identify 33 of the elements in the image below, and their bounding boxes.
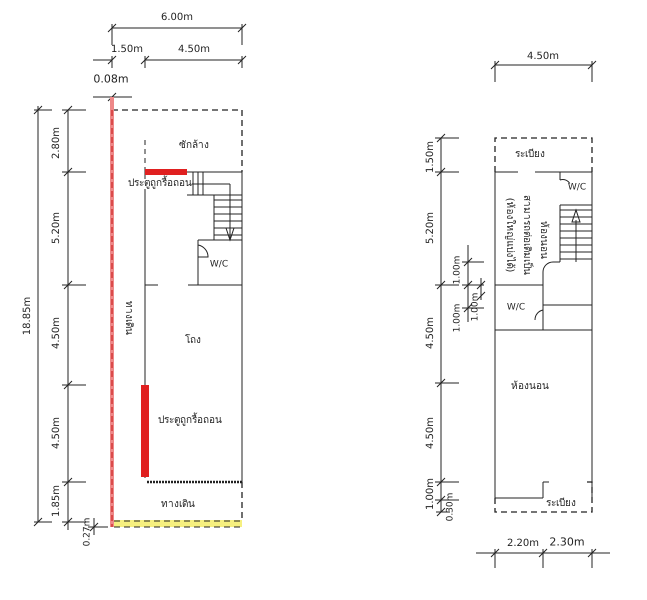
dimension-label: 1.00m bbox=[454, 256, 462, 284]
dimension-label: 18.85m bbox=[23, 296, 33, 336]
dimension-label: 4.50m bbox=[426, 417, 436, 449]
dimension-label: 1.50m bbox=[426, 141, 436, 173]
dimension-label: 2.30m bbox=[549, 536, 585, 548]
room-label: ระเบียง bbox=[515, 150, 545, 160]
dimension-label: 2.20m bbox=[507, 539, 539, 549]
dimension-label: 4.50m bbox=[178, 45, 210, 55]
dimension-label: 4.50m bbox=[426, 317, 436, 349]
dimension-label: 2.80m bbox=[52, 127, 62, 159]
room-label: W/C bbox=[210, 260, 228, 270]
dimension-label: 4.50m bbox=[52, 317, 62, 349]
dimension-label: 4.50m bbox=[527, 52, 559, 62]
room-label: ทางเดิน bbox=[161, 500, 195, 510]
room-label: W/C bbox=[568, 184, 586, 192]
dimension-label: 6.00m bbox=[161, 13, 193, 23]
room-label: ห้องนอน bbox=[511, 382, 549, 392]
dimension-label: 5.20m bbox=[426, 212, 436, 244]
dimension-label: 1.50m bbox=[111, 45, 143, 55]
room-label: ห้องนอน bbox=[538, 221, 548, 259]
dimension-label: 1.85m bbox=[52, 485, 62, 517]
dimension-label: 4.50m bbox=[52, 417, 62, 449]
dimension-label: 0.27m bbox=[84, 518, 92, 546]
room-label: ซักล้าง bbox=[179, 141, 209, 151]
room-label: (ห้องใหญ่แบ่งได้) bbox=[504, 198, 514, 272]
room-label: ทางเดิน bbox=[123, 301, 133, 335]
dimension-label: 5.20m bbox=[52, 212, 62, 244]
dimension-label: 1.00m bbox=[454, 304, 462, 332]
dimension-label: 0.08m bbox=[93, 74, 129, 84]
room-label: ระเบียง bbox=[546, 499, 576, 509]
dimension-label: 1.00m bbox=[426, 478, 436, 510]
room-label: โถง bbox=[185, 336, 201, 346]
room-label: W/C bbox=[506, 304, 526, 312]
